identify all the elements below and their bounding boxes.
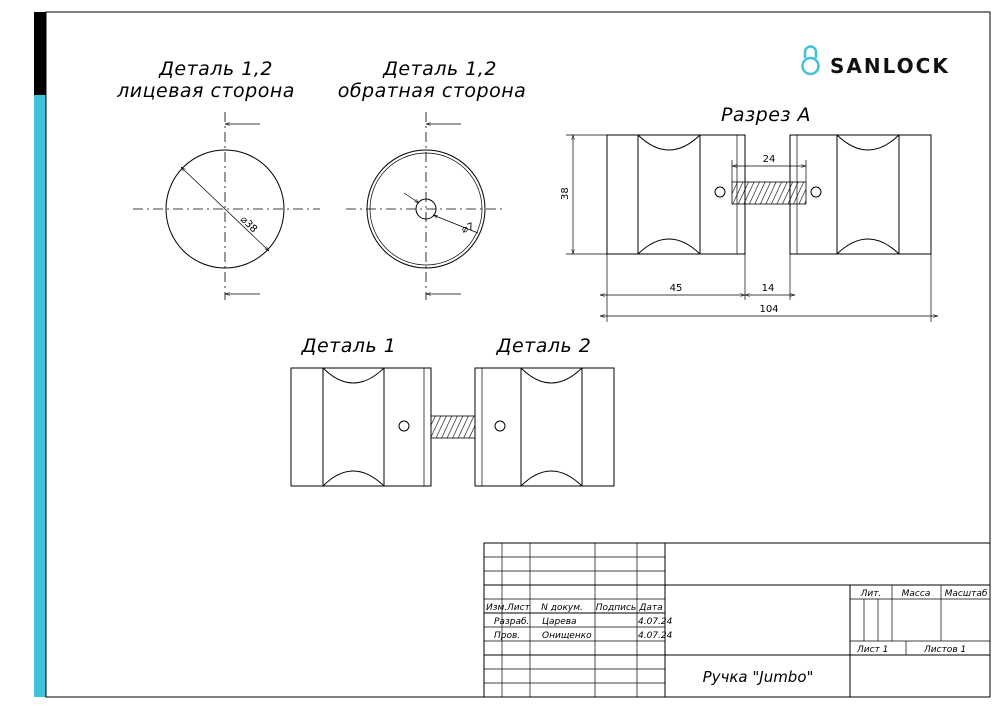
front-title-line1: Деталь 1,2 [158, 58, 273, 80]
tb-prov-label: Пров. [494, 631, 520, 641]
tb-masshtab: Масштаб [945, 589, 988, 599]
tb-prov-date: 4.07.24 [638, 631, 673, 641]
tb-hdr-izm: Изм. [486, 603, 507, 613]
view-front: Деталь 1,2 лицевая сторона ⌀38 [116, 58, 320, 300]
front-title-line2: лицевая сторона [116, 80, 295, 102]
part1-title: Деталь 1 [301, 335, 397, 357]
brand-logo: SANLOCK [801, 45, 950, 78]
tb-razrab-label: Разраб. [494, 617, 529, 627]
tb-lit: Лит. [860, 589, 882, 599]
stripe-accent [34, 95, 46, 697]
tb-prov-name: Онищенко [542, 631, 592, 641]
tb-razrab-date: 4.07.24 [638, 617, 673, 627]
tb-sheet: Лист 1 [856, 645, 888, 655]
tb-hdr-podpis: Подпись [596, 603, 636, 613]
section-title: Разрез А [721, 104, 811, 126]
tb-product-name: Ручка "Jumbo" [703, 668, 814, 686]
back-dim-diameter: ⌀7 [460, 221, 475, 236]
title-block: Изм. Лист N докум. Подпись Дата Разраб. … [483, 542, 991, 698]
tb-hdr-ndoc: N докум. [541, 603, 583, 613]
tb-razrab-name: Царева [542, 617, 577, 627]
stripe-black [34, 12, 46, 95]
section-dim-104: 104 [759, 304, 778, 315]
part2-title: Деталь 2 [496, 335, 592, 357]
brand-name: SANLOCK [830, 54, 950, 78]
lock-icon [801, 45, 820, 76]
view-back: Деталь 1,2 обратная сторона ⌀7 [338, 58, 527, 300]
tb-hdr-data: Дата [638, 603, 662, 613]
section-dim-14: 14 [762, 283, 775, 294]
section-dim-45: 45 [670, 283, 683, 294]
tb-hdr-list: Лист [506, 603, 531, 613]
back-title-line1: Деталь 1,2 [382, 58, 497, 80]
section-dim-38: 38 [560, 187, 571, 200]
back-title-line2: обратная сторона [338, 80, 527, 102]
view-parts: Деталь 1 Деталь 2 [290, 335, 615, 487]
section-dim-24: 24 [763, 154, 776, 165]
front-dim-diameter: ⌀38 [238, 214, 259, 235]
tb-sheets: Листов 1 [923, 645, 966, 655]
view-section-a: Разрез А 38 24 45 14 [560, 104, 938, 322]
tb-massa: Масса [902, 589, 931, 599]
